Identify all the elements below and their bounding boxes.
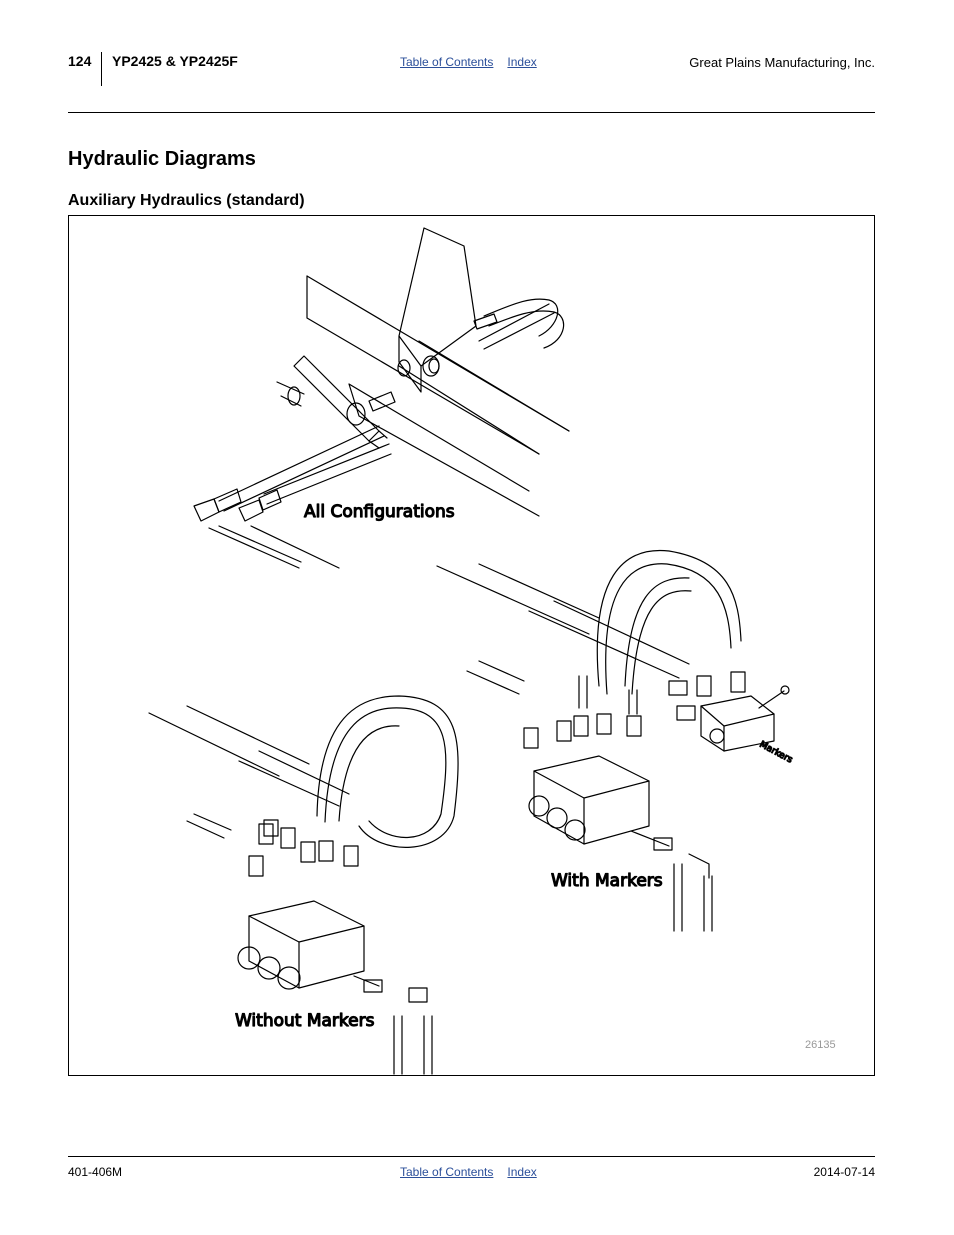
footer-nav: Table of Contents Index bbox=[400, 1165, 537, 1179]
publication-date: 2014-07-14 bbox=[813, 1165, 875, 1179]
hydraulic-diagram-figure: All Configurations bbox=[68, 215, 875, 1076]
footer-rule bbox=[68, 1156, 875, 1157]
callout-without-markers: Without Markers bbox=[235, 1011, 375, 1031]
header-divider bbox=[101, 52, 102, 86]
valve-without-markers bbox=[148, 695, 459, 1075]
frame-assembly bbox=[193, 227, 570, 569]
header-rule bbox=[68, 112, 875, 113]
header-index-link[interactable]: Index bbox=[507, 55, 537, 69]
header-nav: Table of Contents Index bbox=[400, 55, 537, 69]
page-number: 124 bbox=[68, 53, 92, 69]
valve-with-markers bbox=[436, 549, 790, 932]
callout-all-configurations: All Configurations bbox=[304, 502, 455, 522]
figure-number: 26135 bbox=[805, 1039, 836, 1051]
company-name: Great Plains Manufacturing, Inc. bbox=[689, 55, 875, 70]
callout-markers-port: Markers bbox=[758, 740, 795, 766]
callout-with-markers: With Markers bbox=[551, 871, 663, 891]
footer-index-link[interactable]: Index bbox=[507, 1165, 537, 1179]
section-title: Hydraulic Diagrams bbox=[68, 148, 256, 170]
footer-toc-link[interactable]: Table of Contents bbox=[400, 1165, 494, 1179]
header-toc-link[interactable]: Table of Contents bbox=[400, 55, 494, 69]
document-number: 401-406M bbox=[68, 1165, 123, 1179]
subsection-title: Auxiliary Hydraulics (standard) bbox=[68, 192, 305, 209]
model-name: YP2425 & YP2425F bbox=[112, 53, 238, 69]
hydraulic-diagram-drawing: All Configurations bbox=[148, 227, 795, 1075]
